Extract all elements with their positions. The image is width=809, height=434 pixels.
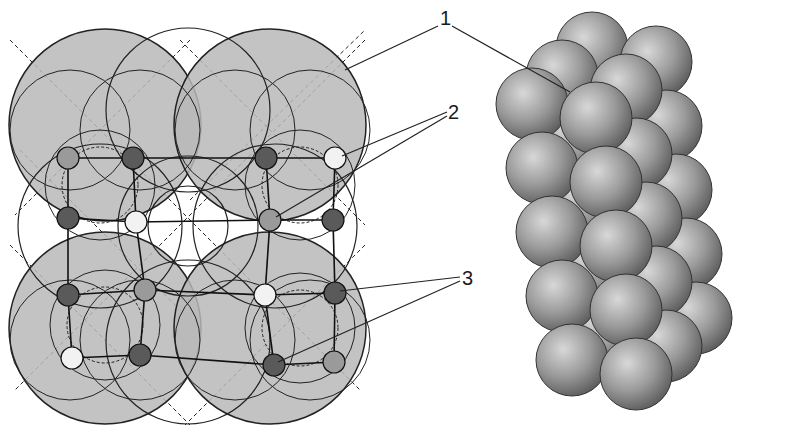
sphere [590, 274, 662, 346]
sphere [580, 210, 652, 282]
sphere [560, 82, 632, 154]
callout-number: 1 [440, 8, 451, 28]
sphere [526, 260, 598, 332]
sphere [496, 68, 568, 140]
lattice-top-view [9, 28, 370, 425]
sphere [506, 132, 578, 204]
callout-number: 3 [462, 268, 473, 288]
sphere-packing [496, 12, 732, 410]
callout-number: 2 [448, 102, 459, 122]
sphere [600, 338, 672, 410]
sphere [570, 146, 642, 218]
sphere [536, 324, 608, 396]
sphere [516, 196, 588, 268]
leader-lines [276, 26, 570, 362]
